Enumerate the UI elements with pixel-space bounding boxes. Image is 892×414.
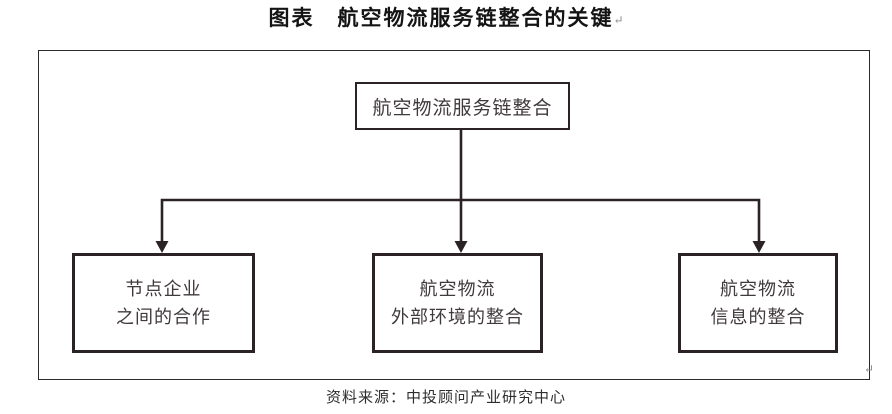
figure-title-text: 图表 航空物流服务链整合的关键 [268,6,614,30]
paragraph-return-mark-bottom: ↵ [864,362,875,376]
node-root: 航空物流服务链整合 [355,82,570,130]
figure-title: 图表 航空物流服务链整合的关键↵ [0,2,892,32]
node-child-environment-line2: 外部环境的整合 [391,307,524,327]
node-child-information-line1: 航空物流 [720,279,796,299]
node-child-environment: 航空物流 外部环境的整合 [372,253,543,353]
source-caption: 资料来源：中投顾问产业研究中心 [325,390,566,406]
node-child-information: 航空物流 信息的整合 [678,253,838,353]
node-child-environment-line1: 航空物流 [419,279,496,299]
node-child-cooperation-line1: 节点企业 [125,279,202,299]
node-child-cooperation-line2: 之间的合作 [116,307,211,327]
paragraph-return-mark: ↵ [613,13,624,27]
node-root-label: 航空物流服务链整合 [372,97,553,119]
node-child-cooperation: 节点企业 之间的合作 [72,253,255,353]
node-child-information-line2: 信息的整合 [710,307,806,327]
